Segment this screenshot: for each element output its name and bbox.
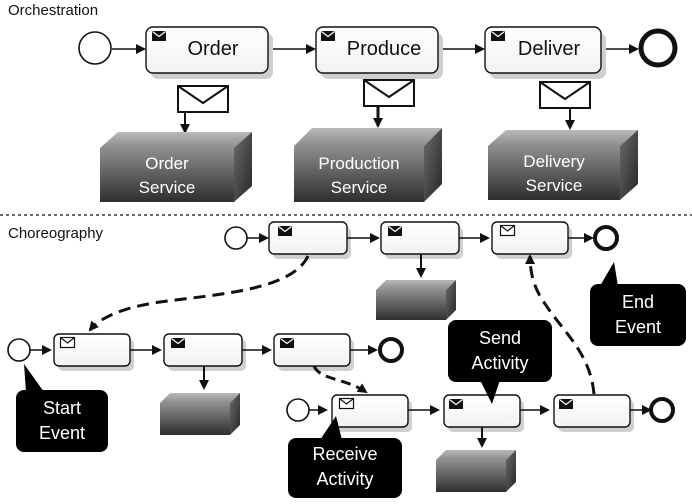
start-event-callout: [16, 390, 108, 452]
service-box[interactable]: [488, 130, 638, 200]
envelope-icon: [59, 336, 76, 349]
task-produce[interactable]: [315, 26, 439, 74]
envelope-icon: [387, 225, 403, 237]
receive-activity-callout: [288, 438, 402, 498]
message-flow-dashed: [525, 254, 596, 395]
envelope-icon: [448, 398, 464, 410]
message-flow-dashed: [88, 255, 310, 332]
orchestration-title: Orchestration: [8, 2, 99, 19]
message-flow-dashed: [312, 365, 368, 394]
start-event-callout-text: Start Event: [38, 398, 86, 443]
end-event-callout: [590, 284, 686, 346]
task-order[interactable]: [145, 26, 269, 74]
orchestration-section: [78, 26, 678, 202]
envelope-icon: [539, 81, 591, 109]
choreography-title: Choreography: [8, 225, 104, 242]
service-box[interactable]: [436, 450, 516, 492]
end-event-circle[interactable]: [649, 397, 675, 423]
choreography-section: [7, 221, 686, 498]
order-service-label: Order Service: [138, 154, 196, 197]
callout-pointer: [480, 380, 500, 404]
end-event-circle[interactable]: [638, 28, 678, 68]
task-produce-label: Produce: [346, 38, 422, 60]
end-event-callout-text: End Event: [614, 292, 662, 337]
task-order-label: Order: [187, 38, 239, 60]
envelope-icon: [170, 337, 186, 349]
end-event-circle[interactable]: [378, 337, 404, 363]
start-event-circle[interactable]: [224, 226, 248, 250]
callout-pointer: [320, 416, 342, 440]
task-deliver[interactable]: [484, 26, 602, 74]
envelope-icon: [177, 85, 229, 113]
envelope-icon: [558, 398, 574, 410]
delivery-service-label: Delivery Service: [523, 152, 585, 195]
callout-pointer: [24, 364, 44, 392]
start-event-circle[interactable]: [286, 398, 310, 422]
start-event-circle[interactable]: [7, 338, 31, 362]
service-box[interactable]: [100, 132, 252, 202]
envelope-icon: [279, 337, 295, 349]
service-box[interactable]: [160, 393, 240, 435]
envelope-icon: [499, 224, 516, 237]
end-event-circle[interactable]: [593, 225, 619, 251]
envelope-icon: [277, 225, 293, 237]
send-activity-callout: [448, 320, 552, 382]
callout-pointer: [600, 262, 618, 286]
send-activity-callout-text: Send Activity: [471, 328, 529, 373]
service-box[interactable]: [376, 280, 456, 320]
service-box[interactable]: [294, 128, 442, 202]
envelope-icon: [338, 397, 355, 410]
task-deliver-label: Deliver: [517, 38, 581, 60]
envelope-icon: [363, 79, 415, 107]
receive-activity-callout-text: Receive Activity: [312, 444, 378, 489]
production-service-label: Production Service: [318, 154, 400, 197]
start-event-circle[interactable]: [78, 31, 112, 65]
